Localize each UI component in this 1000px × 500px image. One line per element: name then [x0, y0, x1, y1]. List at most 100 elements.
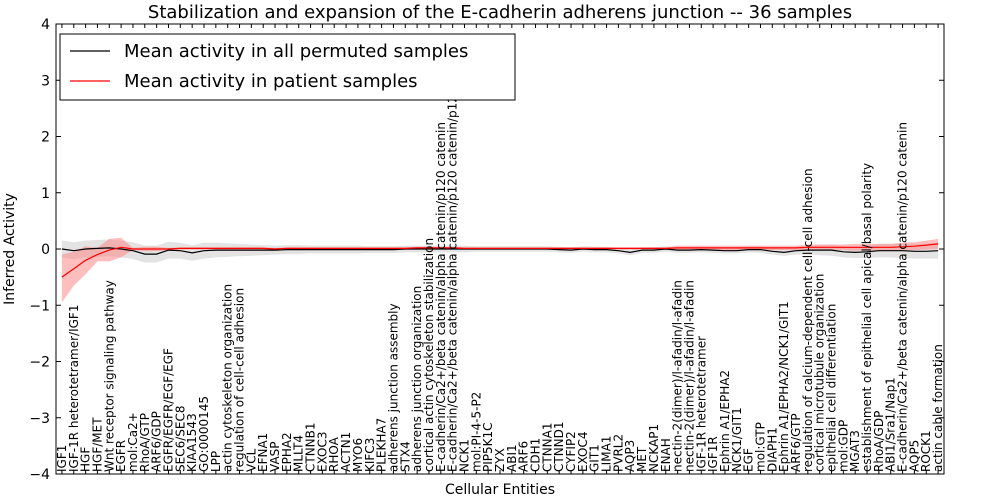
category-label: IGF1R: [706, 436, 720, 472]
y-tick-label: −3: [29, 411, 50, 427]
category-label: VCL: [244, 448, 258, 472]
category-label: mol:Ca2+: [126, 412, 140, 472]
category-label: STX4: [398, 441, 412, 472]
series-lines: [61, 243, 939, 278]
category-label: establishment of epithelial cell apical/…: [860, 163, 874, 472]
category-label: E-cadherin/Ca2+/beta catenin/alpha caten…: [896, 122, 910, 472]
category-label: GO:0000145: [197, 396, 211, 472]
legend-label-patient: Mean activity in patient samples: [124, 71, 418, 92]
category-label: cortical microtubule organization: [813, 274, 827, 472]
category-label: EGF: [742, 448, 756, 472]
category-label: VASP: [268, 441, 282, 472]
x-axis-ticks: [61, 24, 939, 474]
category-label: LIMA1: [600, 436, 614, 472]
category-label: CDH1: [529, 438, 543, 472]
category-label: EGFR: [114, 440, 128, 472]
category-label: Wnt receptor signaling pathway: [102, 280, 116, 472]
category-label: CTNNB1: [304, 422, 318, 472]
confidence-bands: [61, 237, 939, 303]
y-tick-label: −4: [29, 467, 50, 483]
category-label: SEC6/SEC8: [173, 406, 187, 472]
category-label: EXOC3: [315, 432, 329, 473]
category-label: EPHA2: [280, 432, 294, 472]
category-label: PIP5K1C: [481, 422, 495, 472]
category-label: epithelial cell differentiation: [825, 304, 839, 472]
category-label: adherens junction organization: [410, 286, 424, 472]
band-series-0: [61, 239, 939, 263]
category-label: PLEKHA7: [375, 418, 389, 472]
y-tick-label: 4: [41, 17, 50, 33]
category-label: ENAH: [659, 438, 673, 472]
category-label: cortical actin cytoskeleton stabilizatio…: [422, 238, 436, 472]
category-label: IGF-1R heterotetramer/IGF1: [67, 305, 81, 472]
category-label: regulation of cell-cell adhesion: [233, 288, 247, 472]
category-label: E-cadherin/Ca2+/beta catenin/alpha caten…: [434, 122, 448, 472]
category-label: regulation of calcium-dependent cell-cel…: [801, 168, 815, 472]
chart-title: Stabilization and expansion of the E-cad…: [148, 2, 852, 23]
legend-box: [59, 33, 516, 101]
category-label: GIT1: [588, 444, 602, 472]
category-label: ABI1/Sra1/Nap1: [884, 377, 898, 472]
category-label: nectin-2(dimer)/l-afadin/l-afadin: [682, 280, 696, 472]
category-label: E-cadherin/Ca2+/beta catenin/alpha caten…: [446, 39, 460, 472]
y-tick-label: −2: [29, 355, 50, 371]
legend-label-permuted: Mean activity in all permuted samples: [124, 41, 468, 62]
legend: Mean activity in all permuted samples Me…: [59, 33, 516, 101]
y-tick-label: 1: [41, 186, 50, 202]
category-label: ARF6/GDP: [150, 411, 164, 472]
category-label: MGAT3: [848, 430, 862, 472]
category-label: actin cable formation: [931, 344, 945, 472]
category-label: MLLT4: [292, 435, 306, 472]
line-series-1: [61, 243, 939, 278]
category-label: ARF6/GTP: [789, 413, 803, 472]
category-label: PVRL2: [611, 434, 625, 472]
category-label: HGF: [79, 447, 93, 472]
category-label: RhoA/GTP: [138, 413, 152, 472]
category-label: EXOC4: [576, 432, 590, 473]
category-label: ZYX: [493, 448, 507, 472]
category-label: CTNND1: [552, 421, 566, 472]
y-axis-label: Inferred Activity: [2, 193, 18, 305]
category-label: adherens junction assembly: [386, 303, 400, 472]
x-axis-label: Cellular Entities: [445, 482, 555, 498]
category-label: IGF-1R heterotetramer: [694, 336, 708, 472]
category-label: actin cytoskeleton organization: [221, 284, 235, 472]
category-label: ARF6: [517, 441, 531, 472]
category-label: nectin-2(dimer)/l-afadin/l-afadin: [671, 280, 685, 472]
category-label: CYFIP2: [564, 431, 578, 472]
category-label: KIAA1543: [185, 413, 199, 472]
category-label: mol:PI-4-5-P2: [469, 392, 483, 472]
y-tick-label: −1: [29, 298, 50, 314]
category-label: EGFR/EGFR/EGF/EGF: [162, 348, 176, 472]
category-label: RhoA/GDP: [872, 411, 886, 472]
category-label: EFNA1: [256, 433, 270, 472]
category-label: mol:GTP: [754, 422, 768, 472]
band-series-1: [61, 237, 939, 303]
category-label: AQP3: [623, 440, 637, 472]
category-label: MET: [635, 446, 649, 472]
y-tick-label: 2: [41, 130, 50, 146]
category-label: NCK1/GIT1: [730, 407, 744, 472]
category-label: IGF1: [55, 445, 69, 472]
category-label: ACTN1: [339, 432, 353, 472]
category-label: CTNNA1: [540, 422, 554, 472]
plot-frame: [55, 23, 945, 475]
category-label: AQP5: [907, 440, 921, 472]
category-label: LPP: [209, 451, 223, 472]
category-label: NCKAP1: [647, 424, 661, 472]
category-label: HGF/MET: [90, 417, 104, 472]
category-label: RHOA: [327, 436, 341, 472]
category-label: mol:GDP: [836, 420, 850, 472]
category-label: DIAPH1: [765, 427, 779, 472]
category-label: KIFC3: [363, 438, 377, 472]
y-tick-label: 0: [41, 242, 50, 258]
category-label: Ephrin A1/EPHA2: [718, 370, 732, 472]
category-label: MYO6: [351, 438, 365, 472]
category-label: ROCK1: [919, 430, 933, 472]
category-label: Ephrin A1/EPHA2/NCK1/GIT1: [777, 301, 791, 472]
category-label: NCK1: [458, 439, 472, 472]
category-label: ABI1: [505, 444, 519, 472]
